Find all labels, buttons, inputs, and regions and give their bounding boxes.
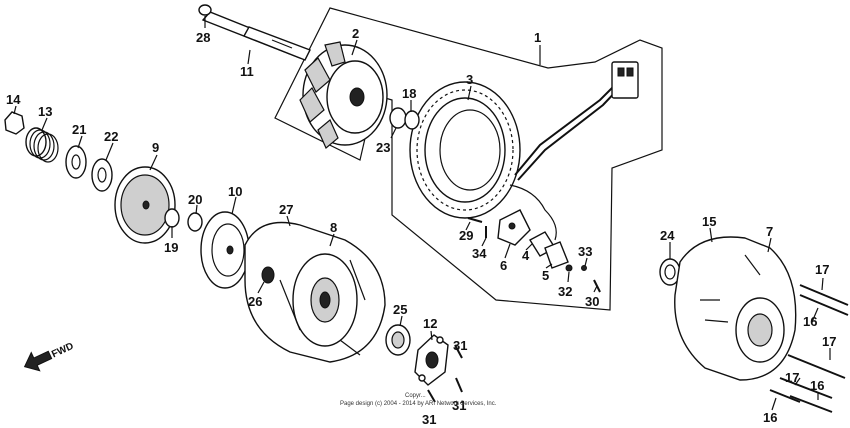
washer-part-23	[389, 107, 407, 129]
callout-6: 6	[500, 258, 507, 273]
copyright-line-2: Page design (c) 2004 - 2014 by ARI Netwo…	[340, 401, 497, 407]
fwd-label: FWD	[50, 341, 75, 361]
callout-14: 14	[6, 92, 21, 107]
callout-22: 22	[104, 129, 118, 144]
bearing-part-25	[385, 324, 411, 356]
nut-part-14	[4, 111, 25, 135]
callout-17b: 17	[822, 334, 836, 349]
callout-19: 19	[164, 240, 178, 255]
pulser-part-6	[497, 209, 531, 246]
callout-8: 8	[330, 220, 337, 235]
callout-32: 32	[558, 284, 572, 299]
callout-3: 3	[466, 72, 473, 87]
ring-part-28	[198, 4, 212, 16]
rear-cover-part-7	[674, 236, 797, 381]
callout-15: 15	[702, 214, 716, 229]
callout-16c: 16	[763, 410, 777, 425]
plate-part-5	[544, 241, 569, 269]
callout-28: 28	[196, 30, 210, 45]
callout-21: 21	[72, 122, 86, 137]
callout-20: 20	[188, 192, 202, 207]
washer-part-22	[91, 158, 113, 192]
callout-17c: 17	[785, 370, 799, 385]
callout-7: 7	[766, 224, 773, 239]
bearing-part-26	[261, 266, 275, 284]
nut-part-19	[164, 208, 180, 228]
callout-9: 9	[152, 140, 159, 155]
spring-part-13	[25, 127, 59, 163]
callout-27: 27	[279, 202, 293, 217]
callout-11: 11	[240, 64, 254, 79]
callout-31a: 31	[453, 338, 467, 353]
washer-part-33	[581, 265, 587, 271]
shaft-part-11	[201, 11, 311, 61]
callout-4: 4	[522, 248, 530, 263]
callout-24: 24	[660, 228, 675, 243]
callout-29: 29	[459, 228, 473, 243]
callout-31b: 31	[452, 398, 466, 413]
callout-13: 13	[38, 104, 52, 119]
stator-part-3	[409, 81, 521, 219]
callout-23: 23	[376, 140, 390, 155]
callout-2: 2	[352, 26, 359, 41]
callout-5: 5	[542, 268, 549, 283]
callout-33: 33	[578, 244, 592, 259]
screw-part-29	[467, 217, 483, 223]
screw-part-31c	[427, 389, 436, 403]
screw-part-31b	[455, 377, 463, 393]
callout-18: 18	[402, 86, 416, 101]
holder-part-12	[414, 334, 449, 386]
callout-31c: 31	[422, 412, 436, 427]
leader-lines	[13, 16, 831, 411]
screw-part-31a	[454, 344, 463, 359]
disc-part-10	[200, 211, 250, 289]
callout-26: 26	[248, 294, 262, 309]
bolts-part-16-17	[769, 284, 849, 413]
rotor-part-2	[299, 41, 388, 149]
callout-16b: 16	[810, 378, 824, 393]
callout-16a: 16	[803, 314, 817, 329]
callout-12: 12	[423, 316, 437, 331]
washer-part-32	[565, 264, 573, 272]
callout-labels: 1 2 3 4 5 6 7 8 9 10 11 12 13 14 15 16 1…	[6, 26, 836, 427]
callout-10: 10	[228, 184, 242, 199]
wire-harness	[509, 61, 639, 241]
washer-part-21	[65, 145, 87, 179]
callout-17a: 17	[815, 262, 829, 277]
copyright-line-1: Copyr...	[405, 393, 426, 399]
copyright-notice: Copyr... Page design (c) 2004 - 2014 by …	[340, 393, 497, 407]
nut-part-18	[404, 110, 420, 130]
callout-25: 25	[393, 302, 407, 317]
callout-30: 30	[585, 294, 599, 309]
forward-direction-indicator: FWD	[23, 341, 75, 372]
callout-1: 1	[534, 30, 541, 45]
plate-part-9	[114, 166, 176, 244]
front-cover-part-8	[244, 221, 386, 363]
callout-34: 34	[472, 246, 487, 261]
washer-part-20	[187, 212, 203, 232]
